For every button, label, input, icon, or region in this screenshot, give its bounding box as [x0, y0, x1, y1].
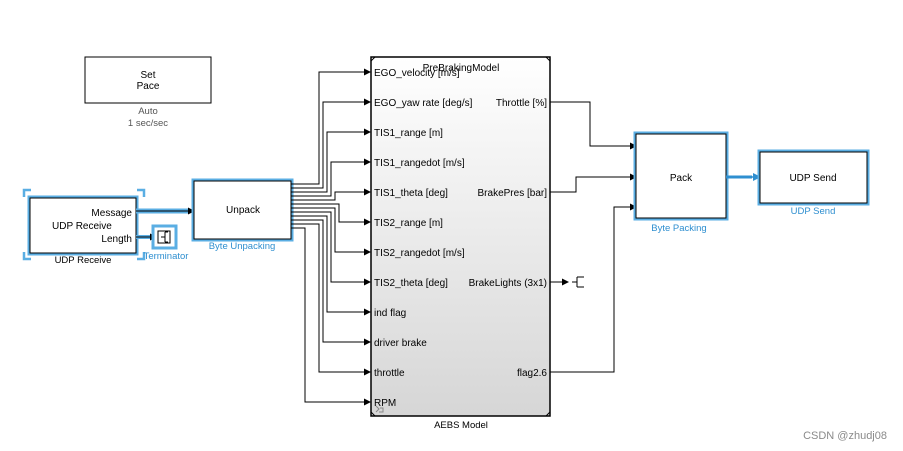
- brakelights-terminator[interactable]: [572, 276, 584, 288]
- set-pace-line2: Pace: [137, 81, 160, 92]
- terminator-icon: [572, 276, 584, 288]
- model-input-port: ind flag: [374, 308, 406, 319]
- model-input-port: TIS1_rangedot [m/s]: [374, 158, 465, 169]
- udp-receive-message-port: Message: [91, 208, 132, 219]
- pack-label: Pack: [670, 173, 693, 184]
- terminator-icon: [161, 231, 168, 243]
- unpack-caption: Byte Unpacking: [209, 241, 276, 252]
- udp-receive-name: UDP Receive: [52, 221, 112, 232]
- model-inputs: EGO_velocity [m/s] EGO_yaw rate [deg/s] …: [374, 68, 473, 409]
- model-input-port: throttle: [374, 368, 405, 379]
- set-pace-line1: Set: [140, 70, 155, 81]
- aebs-model-block[interactable]: PreBrakingModel EGO_velocity [m/s] EGO_y…: [370, 56, 551, 417]
- udp-receive-block[interactable]: Message UDP Receive Length: [22, 188, 146, 261]
- model-output-brake-lights: BrakeLights (3x1): [469, 278, 547, 289]
- pace-rate-caption: 1 sec/sec: [128, 118, 168, 129]
- set-pace-block[interactable]: Set Pace: [84, 56, 212, 104]
- watermark: CSDN @zhudj08: [803, 430, 887, 442]
- pace-mode-caption: Auto: [138, 106, 158, 117]
- model-input-port: EGO_yaw rate [deg/s]: [374, 98, 473, 109]
- terminator-caption: Terminator: [144, 251, 189, 262]
- model-input-port: EGO_velocity [m/s]: [374, 68, 460, 79]
- model-output-wires: [550, 101, 637, 373]
- udp-receive-length-port: Length: [101, 234, 132, 245]
- unpack-output-wires: [291, 68, 371, 406]
- udp-send-caption: UDP Send: [791, 206, 836, 217]
- model-corner-marks: [370, 56, 551, 417]
- model-output-flag: flag2.6: [517, 368, 547, 379]
- udp-send-block[interactable]: UDP Send: [757, 149, 870, 206]
- model-input-port: TIS1_range [m]: [374, 128, 443, 139]
- model-output-throttle: Throttle [%]: [496, 98, 547, 109]
- pack-block[interactable]: Pack: [633, 131, 729, 221]
- unpack-label: Unpack: [226, 205, 261, 216]
- model-input-port: TIS2_range [m]: [374, 218, 443, 229]
- model-outputs: Throttle [%] BrakePres [bar] BrakeLights…: [469, 98, 548, 379]
- model-input-port: TIS2_theta [deg]: [374, 278, 448, 289]
- pack-caption: Byte Packing: [651, 223, 706, 234]
- model-title: PreBrakingModel: [423, 63, 500, 74]
- model-input-port: driver brake: [374, 338, 427, 349]
- unpack-block[interactable]: Unpack: [191, 178, 294, 242]
- model-input-port: RPM: [374, 398, 396, 409]
- model-input-port: TIS1_theta [deg]: [374, 188, 448, 199]
- subsystem-link-icon: [375, 405, 384, 413]
- udp-receive-caption: UDP Receive: [55, 255, 112, 266]
- udp-send-label: UDP Send: [789, 173, 836, 184]
- model-output-brake-pres: BrakePres [bar]: [478, 188, 548, 199]
- terminator-block[interactable]: [151, 224, 178, 250]
- aebs-model-caption: AEBS Model: [434, 420, 488, 431]
- model-input-port: TIS2_rangedot [m/s]: [374, 248, 465, 259]
